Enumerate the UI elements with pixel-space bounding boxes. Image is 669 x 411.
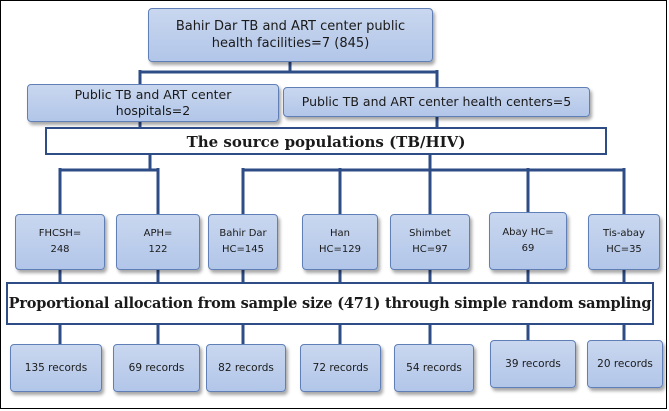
facility-count: HC=35 <box>606 244 642 255</box>
records-label: 72 records <box>312 362 369 374</box>
records-node-fhcsh: 135 records <box>10 344 102 392</box>
records-node-han-hc: 72 records <box>300 344 381 392</box>
records-node-tis-abay-hc: 20 records <box>587 340 663 388</box>
facility-count: 69 <box>521 243 535 254</box>
facility-name: Shimbet <box>409 228 451 239</box>
records-label: 39 records <box>505 358 561 370</box>
source-population-node: The source populations (TB/HIV) <box>45 127 607 155</box>
root-node: Bahir Dar TB and ART center public healt… <box>148 8 433 62</box>
facility-name: Tis-abay <box>603 228 645 239</box>
records-label: 135 records <box>24 362 88 374</box>
health-centers-node-label: Public TB and ART center health centers=… <box>301 94 572 109</box>
hospitals-node-line1: Public TB and ART center <box>74 87 232 102</box>
allocation-node: Proportional allocation from sample size… <box>6 282 654 325</box>
facility-name: Abay HC= <box>502 227 554 238</box>
facility-count: HC=129 <box>319 244 361 255</box>
root-node-line1: Bahir Dar TB and ART center public <box>175 19 406 34</box>
facility-node-han-hc: Han HC=129 <box>302 214 378 270</box>
hospitals-node-line2: hospitals=2 <box>115 103 191 118</box>
facility-name: APH= <box>143 228 173 239</box>
facility-node-fhcsh: FHCSH= 248 <box>15 214 105 270</box>
records-label: 69 records <box>128 362 185 374</box>
facility-node-abay-hc: Abay HC= 69 <box>489 212 567 270</box>
source-population-label: The source populations (TB/HIV) <box>186 133 466 151</box>
facility-node-bahir-dar-hc: Bahir Dar HC=145 <box>208 214 278 270</box>
root-node-line2: health facilities=7 (845) <box>211 36 370 51</box>
records-node-shimbet-hc: 54 records <box>394 344 474 392</box>
facility-node-aph: APH= 122 <box>116 214 200 270</box>
records-label: 82 records <box>218 362 274 374</box>
facility-node-shimbet-hc: Shimbet HC=97 <box>390 214 470 270</box>
facility-count: 248 <box>50 244 70 255</box>
facility-count: HC=145 <box>222 244 264 255</box>
health-centers-node: Public TB and ART center health centers=… <box>283 87 590 117</box>
records-label: 20 records <box>597 358 653 370</box>
records-node-abay-hc: 39 records <box>490 340 576 388</box>
facility-name: Bahir Dar <box>219 228 267 239</box>
facility-count: 122 <box>148 244 168 255</box>
facility-count: HC=97 <box>412 244 448 255</box>
facility-node-tis-abay-hc: Tis-abay HC=35 <box>588 214 660 270</box>
allocation-label: Proportional allocation from sample size… <box>8 295 652 312</box>
records-node-bahir-dar-hc: 82 records <box>206 344 286 392</box>
facility-name: FHCSH= <box>38 228 82 239</box>
records-label: 54 records <box>406 362 462 374</box>
facility-name: Han <box>330 228 350 239</box>
records-node-aph: 69 records <box>113 344 200 392</box>
hospitals-node: Public TB and ART center hospitals=2 <box>27 84 279 122</box>
